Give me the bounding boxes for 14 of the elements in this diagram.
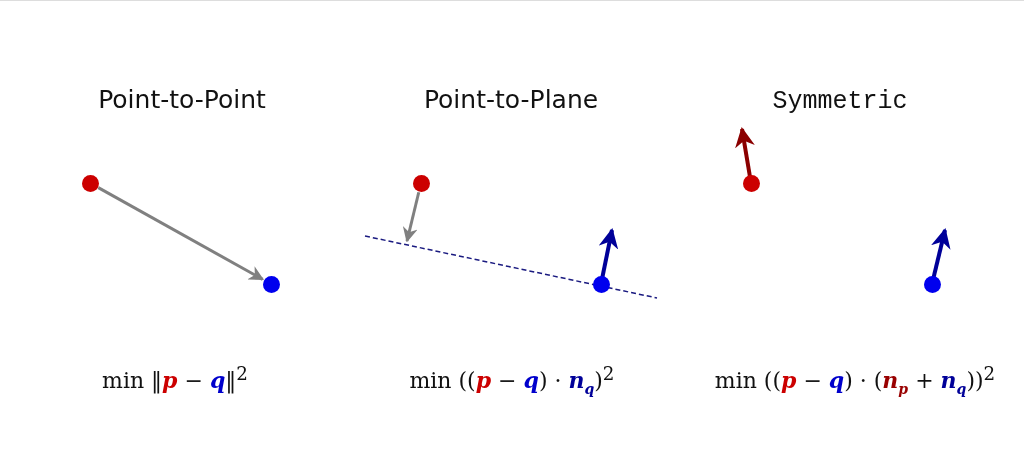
panel-title: Symmetric [772,87,908,116]
arrow [402,191,421,243]
point-dot [412,174,430,192]
formula: min ‖p − q‖$^{2}$ [102,363,248,394]
formula: min ((p − q) · n$_{q}$)$^{2}$ [409,363,615,397]
panel-title: Point-to-Point [98,85,266,114]
point-dot [592,275,610,293]
point-dot [923,275,941,293]
panel-title: Point-to-Plane [423,85,599,114]
point-dot [81,174,99,192]
point-dot [262,275,280,293]
arrow [97,186,264,281]
formula: min ((p − q) · (n$_{p}$ + n$_{q}$))$^{2}$ [714,363,996,397]
point-dot [742,174,760,192]
